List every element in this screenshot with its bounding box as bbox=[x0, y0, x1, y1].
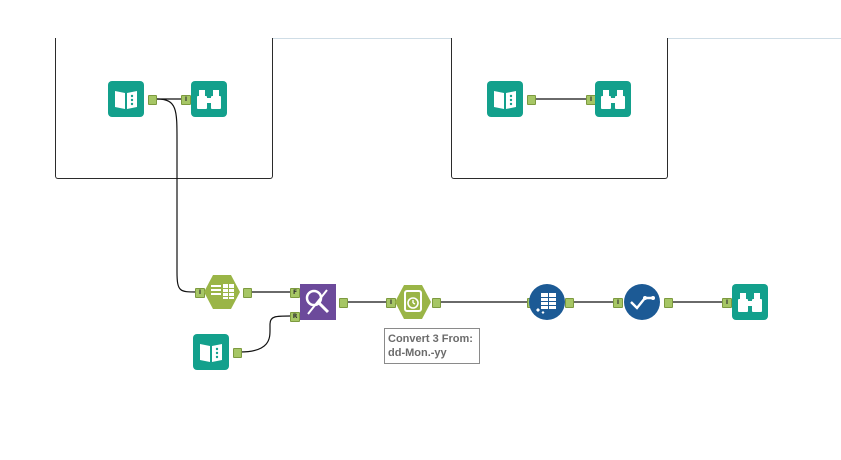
checkmark-icon bbox=[624, 284, 660, 320]
clock-icon bbox=[395, 285, 431, 319]
input-data-tool[interactable] bbox=[487, 81, 523, 117]
wire-input3-replace bbox=[239, 315, 291, 353]
cleanse-icon bbox=[529, 284, 565, 320]
data-cleansing-tool[interactable] bbox=[529, 284, 565, 320]
input-data-tool[interactable] bbox=[108, 81, 144, 117]
text-to-columns-tool[interactable] bbox=[204, 274, 240, 310]
input-anchor[interactable]: I bbox=[181, 95, 191, 105]
browse-tool[interactable] bbox=[595, 81, 631, 117]
select-records-tool[interactable] bbox=[624, 284, 660, 320]
output-anchor[interactable] bbox=[664, 298, 673, 308]
output-anchor[interactable] bbox=[527, 95, 536, 105]
text-to-columns-icon bbox=[204, 275, 240, 309]
output-anchor[interactable] bbox=[233, 348, 242, 358]
book-icon bbox=[193, 334, 229, 370]
binoculars-icon bbox=[191, 81, 227, 117]
wire-input1-texttocolumns bbox=[156, 98, 198, 293]
find-replace-tool[interactable] bbox=[300, 284, 336, 320]
output-anchor[interactable] bbox=[243, 288, 252, 298]
browse-tool[interactable] bbox=[191, 81, 227, 117]
input-anchor[interactable]: I bbox=[613, 298, 623, 308]
input-anchor[interactable]: I bbox=[386, 298, 396, 308]
binoculars-icon bbox=[732, 284, 768, 320]
book-icon bbox=[487, 81, 523, 117]
input-anchor[interactable]: I bbox=[195, 288, 205, 298]
binoculars-icon bbox=[595, 81, 631, 117]
output-anchor[interactable] bbox=[339, 298, 348, 308]
tool-container-left[interactable] bbox=[55, 38, 273, 179]
input-anchor[interactable]: I bbox=[722, 298, 732, 308]
replace-input-anchor[interactable]: R bbox=[290, 312, 300, 322]
book-icon bbox=[108, 81, 144, 117]
datetime-tool[interactable] bbox=[395, 284, 431, 320]
output-anchor[interactable] bbox=[432, 298, 441, 308]
browse-tool[interactable] bbox=[732, 284, 768, 320]
find-replace-icon bbox=[300, 284, 336, 320]
output-anchor[interactable] bbox=[148, 95, 157, 105]
input-data-tool[interactable] bbox=[193, 334, 229, 370]
tool-annotation: Convert 3 From: dd-Mon.-yy bbox=[384, 328, 480, 364]
output-anchor[interactable] bbox=[565, 298, 574, 308]
find-input-anchor[interactable]: F bbox=[290, 288, 300, 298]
